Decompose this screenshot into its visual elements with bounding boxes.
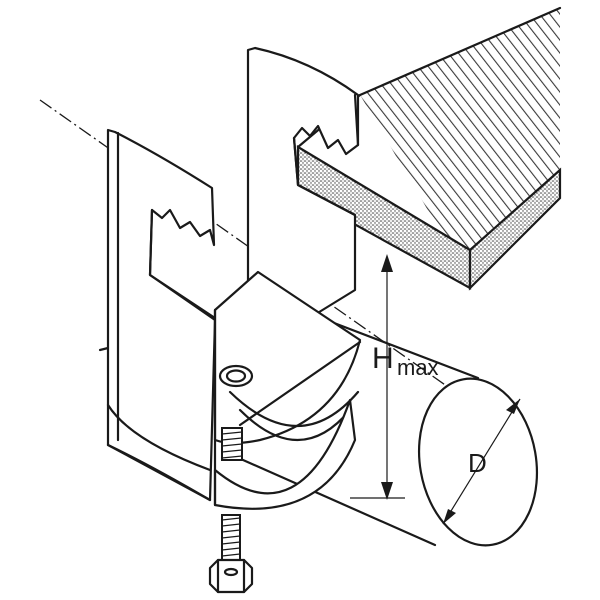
- height-label-sub: max: [397, 355, 439, 380]
- threaded-bolt: [221, 427, 243, 566]
- diameter-dimension: [442, 398, 521, 525]
- clamp-rear-plate: [246, 46, 360, 332]
- height-label-main: H: [372, 342, 394, 375]
- height-dimension: [350, 254, 405, 500]
- clamp-saddle: [213, 270, 362, 510]
- screw-hole: [218, 364, 254, 388]
- diameter-label: D: [468, 448, 487, 478]
- axis-centerline: [39, 99, 496, 421]
- height-label: H max: [372, 342, 439, 380]
- hex-nut: [208, 558, 254, 594]
- clamp-front-plate: [98, 128, 217, 502]
